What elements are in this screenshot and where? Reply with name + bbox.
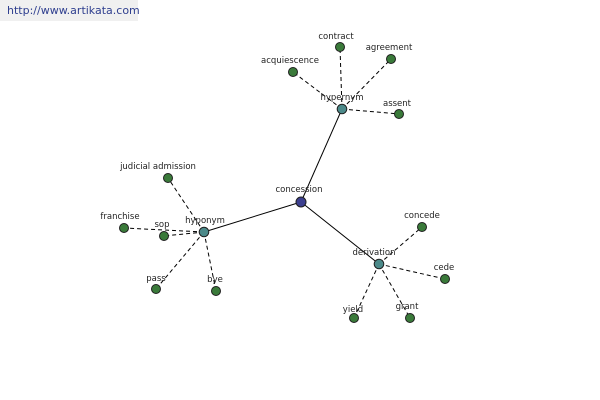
node-label-contract: contract (318, 32, 354, 42)
node-label-sop: sop (154, 220, 169, 230)
watermark-url: http://www.artikata.com (0, 0, 140, 21)
edge-hypernym-contract (339, 46, 343, 110)
node-label-assent: assent (383, 99, 412, 109)
edge-derivation-grant (378, 263, 411, 319)
edge-concession-hypernym (300, 108, 343, 203)
edge-hyponym-franchise (123, 227, 205, 233)
leaf-node-assent[interactable] (394, 109, 404, 119)
edge-hypernym-assent (341, 108, 400, 115)
edges-layer (123, 46, 446, 319)
node-label-derivation: derivation (352, 248, 395, 258)
hub-node-derivation[interactable] (373, 258, 385, 270)
edge-concession-derivation (300, 201, 380, 265)
node-label-yield: yield (343, 305, 363, 315)
node-label-grant: grant (396, 302, 419, 312)
node-label-concede: concede (404, 211, 440, 221)
leaf-node-sop[interactable] (159, 231, 169, 241)
leaf-node-yield[interactable] (349, 313, 359, 323)
edge-derivation-yield (353, 263, 380, 319)
nodes-layer (119, 42, 450, 323)
hub-node-hypernym[interactable] (336, 103, 348, 115)
leaf-node-cede[interactable] (440, 274, 450, 284)
node-label-pass: pass (146, 274, 166, 284)
edge-derivation-concede (378, 226, 423, 265)
node-label-agreement: agreement (366, 43, 413, 53)
root-node-concession[interactable] (295, 196, 307, 208)
leaf-node-grant[interactable] (405, 313, 415, 323)
edge-hyponym-pass (155, 231, 205, 290)
leaf-node-pass[interactable] (151, 284, 161, 294)
node-label-hypernym: hypernym (320, 93, 363, 103)
node-label-judicial-admission: judicial admission (119, 162, 196, 172)
leaf-node-agreement[interactable] (386, 54, 396, 64)
leaf-node-concede[interactable] (417, 222, 427, 232)
edge-derivation-cede (378, 263, 446, 280)
leaf-node-acquiescence[interactable] (288, 67, 298, 77)
edge-hypernym-acquiescence (292, 71, 343, 110)
edge-hypernym-agreement (341, 58, 392, 110)
leaf-node-judicial-admission[interactable] (163, 173, 173, 183)
leaf-node-contract[interactable] (335, 42, 345, 52)
node-label-franchise: franchise (100, 212, 139, 222)
node-label-cede: cede (434, 263, 455, 273)
leaf-node-bye[interactable] (211, 286, 221, 296)
edge-hyponym-sop (163, 231, 205, 237)
node-label-bye: bye (207, 275, 223, 285)
edge-hyponym-bye (203, 231, 217, 292)
node-label-concession: concession (276, 185, 323, 195)
labels-layer: contract agreement acquiescence assent judic… (100, 32, 454, 315)
edge-hyponym-judicial-admission (167, 177, 205, 233)
hub-node-hyponym[interactable] (198, 226, 210, 238)
node-label-hyponym: hyponym (185, 216, 225, 226)
leaf-node-franchise[interactable] (119, 223, 129, 233)
edge-concession-hyponym (203, 201, 302, 233)
node-label-acquiescence: acquiescence (261, 56, 319, 66)
